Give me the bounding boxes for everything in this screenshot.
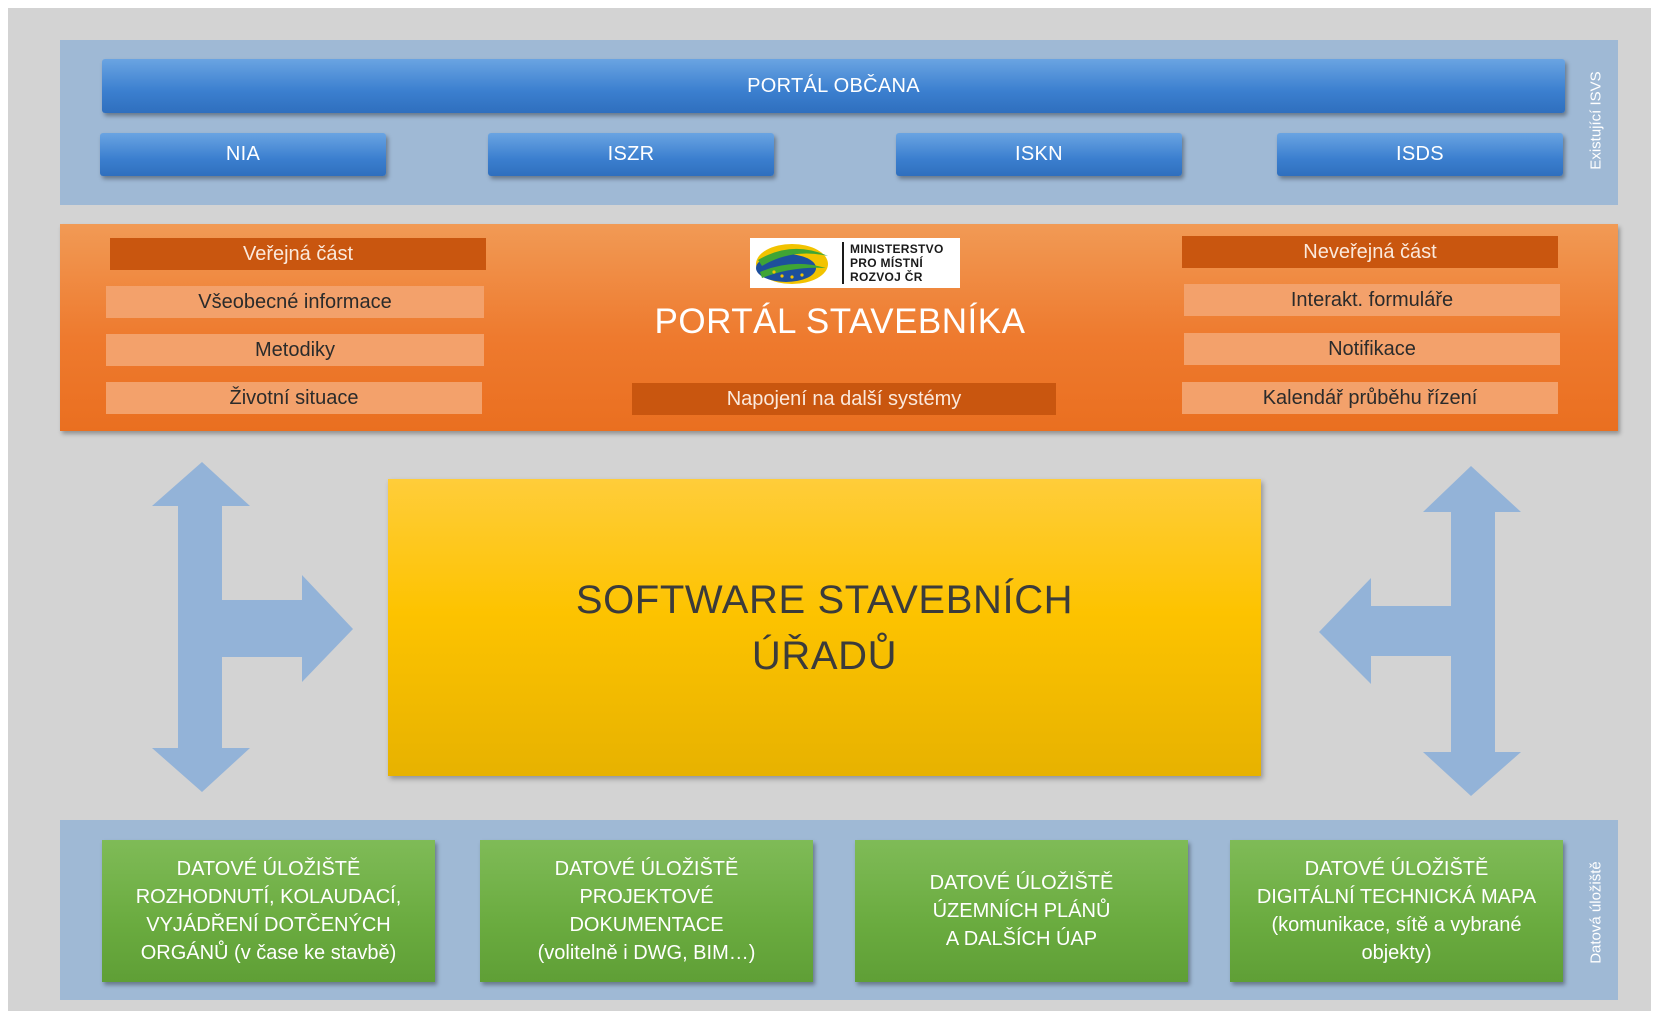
public-item-methodologies: Metodiky (106, 334, 484, 366)
logo-line: ROZVOJ ČR (850, 270, 923, 284)
connection-other-systems: Napojení na další systémy (632, 383, 1056, 415)
existing-isvs-band: PORTÁL OBČANA NIA ISZR ISKN ISDS Existuj… (60, 40, 1618, 205)
storage-line: DOKUMENTACE (569, 914, 724, 936)
left-arrow-icon (152, 462, 353, 792)
private-item-calendar: Kalendář průběhu řízení (1182, 382, 1558, 414)
private-item-forms: Interakt. formuláře (1184, 284, 1560, 316)
mmr-logo: MINISTERSTVO PRO MÍSTNÍ ROZVOJ ČR (750, 238, 960, 288)
portal-title: PORTÁL STAVEBNÍKA (654, 302, 1026, 341)
logo-separator (842, 242, 844, 284)
storage-line: A DALŠÍCH ÚAP (945, 928, 1098, 950)
private-item-notifications: Notifikace (1184, 333, 1560, 365)
private-part-heading: Neveřejná část (1182, 236, 1558, 268)
storage-technical-map: DATOVÉ ÚLOŽIŠTĚ DIGITÁLNÍ TECHNICKÁ MAPA… (1230, 840, 1563, 982)
storage-line: VYJÁDŘENÍ DOTČENÝCH (146, 914, 391, 936)
storage-line: ÚZEMNÍCH PLÁNŮ (932, 900, 1111, 922)
storage-territorial-plans: DATOVÉ ÚLOŽIŠTĚ ÚZEMNÍCH PLÁNŮ A DALŠÍCH… (855, 840, 1188, 982)
system-iskn: ISKN (896, 133, 1182, 176)
isvs-side-label: Existující ISVS (1587, 71, 1605, 170)
storage-decisions: DATOVÉ ÚLOŽIŠTĚ ROZHODNUTÍ, KOLAUDACÍ, V… (102, 840, 435, 982)
portal-stavebnika-panel: Veřejná část Všeobecné informace Metodik… (60, 224, 1618, 431)
logo-line: MINISTERSTVO (850, 242, 944, 256)
system-isds: ISDS (1277, 133, 1563, 176)
mmr-emblem-icon (756, 244, 828, 284)
logo-text: MINISTERSTVO PRO MÍSTNÍ ROZVOJ ČR (850, 242, 944, 284)
storage-line: DATOVÉ ÚLOŽIŠTĚ (1304, 858, 1489, 880)
public-part-heading: Veřejná část (110, 238, 486, 270)
storage-line: (komunikace, sítě a vybrané (1271, 914, 1522, 936)
storage-line: PROJEKTOVÉ (579, 886, 714, 908)
storage-line: DATOVÉ ÚLOŽIŠTĚ (554, 858, 739, 880)
public-item-general-info: Všeobecné informace (106, 286, 484, 318)
storage-line: ORGÁNŮ (v čase ke stavbě) (140, 942, 397, 964)
center-title-line: ÚŘADŮ (751, 633, 898, 678)
storage-line: objekty) (1361, 942, 1432, 964)
public-item-life-situations: Životní situace (106, 382, 482, 414)
storage-line: DATOVÉ ÚLOŽIŠTĚ (176, 858, 361, 880)
software-stavebnich-uradu: SOFTWARE STAVEBNÍCH ÚŘADŮ (388, 479, 1261, 776)
portal-obcana-bar: PORTÁL OBČANA (102, 59, 1565, 113)
storage-project-docs: DATOVÉ ÚLOŽIŠTĚ PROJEKTOVÉ DOKUMENTACE (… (480, 840, 813, 982)
system-nia: NIA (100, 133, 386, 176)
logo-line: PRO MÍSTNÍ (850, 256, 924, 270)
right-arrow-icon (1319, 466, 1521, 796)
storage-side-label: Datová úložiště (1587, 861, 1605, 964)
system-iszr: ISZR (488, 133, 774, 176)
storage-line: ROZHODNUTÍ, KOLAUDACÍ, (135, 886, 402, 908)
storage-line: DATOVÉ ÚLOŽIŠTĚ (929, 872, 1114, 894)
storage-line: DIGITÁLNÍ TECHNICKÁ MAPA (1256, 886, 1537, 908)
storage-line: (volitelně i DWG, BIM…) (537, 942, 756, 964)
center-title-line: SOFTWARE STAVEBNÍCH (575, 577, 1074, 622)
